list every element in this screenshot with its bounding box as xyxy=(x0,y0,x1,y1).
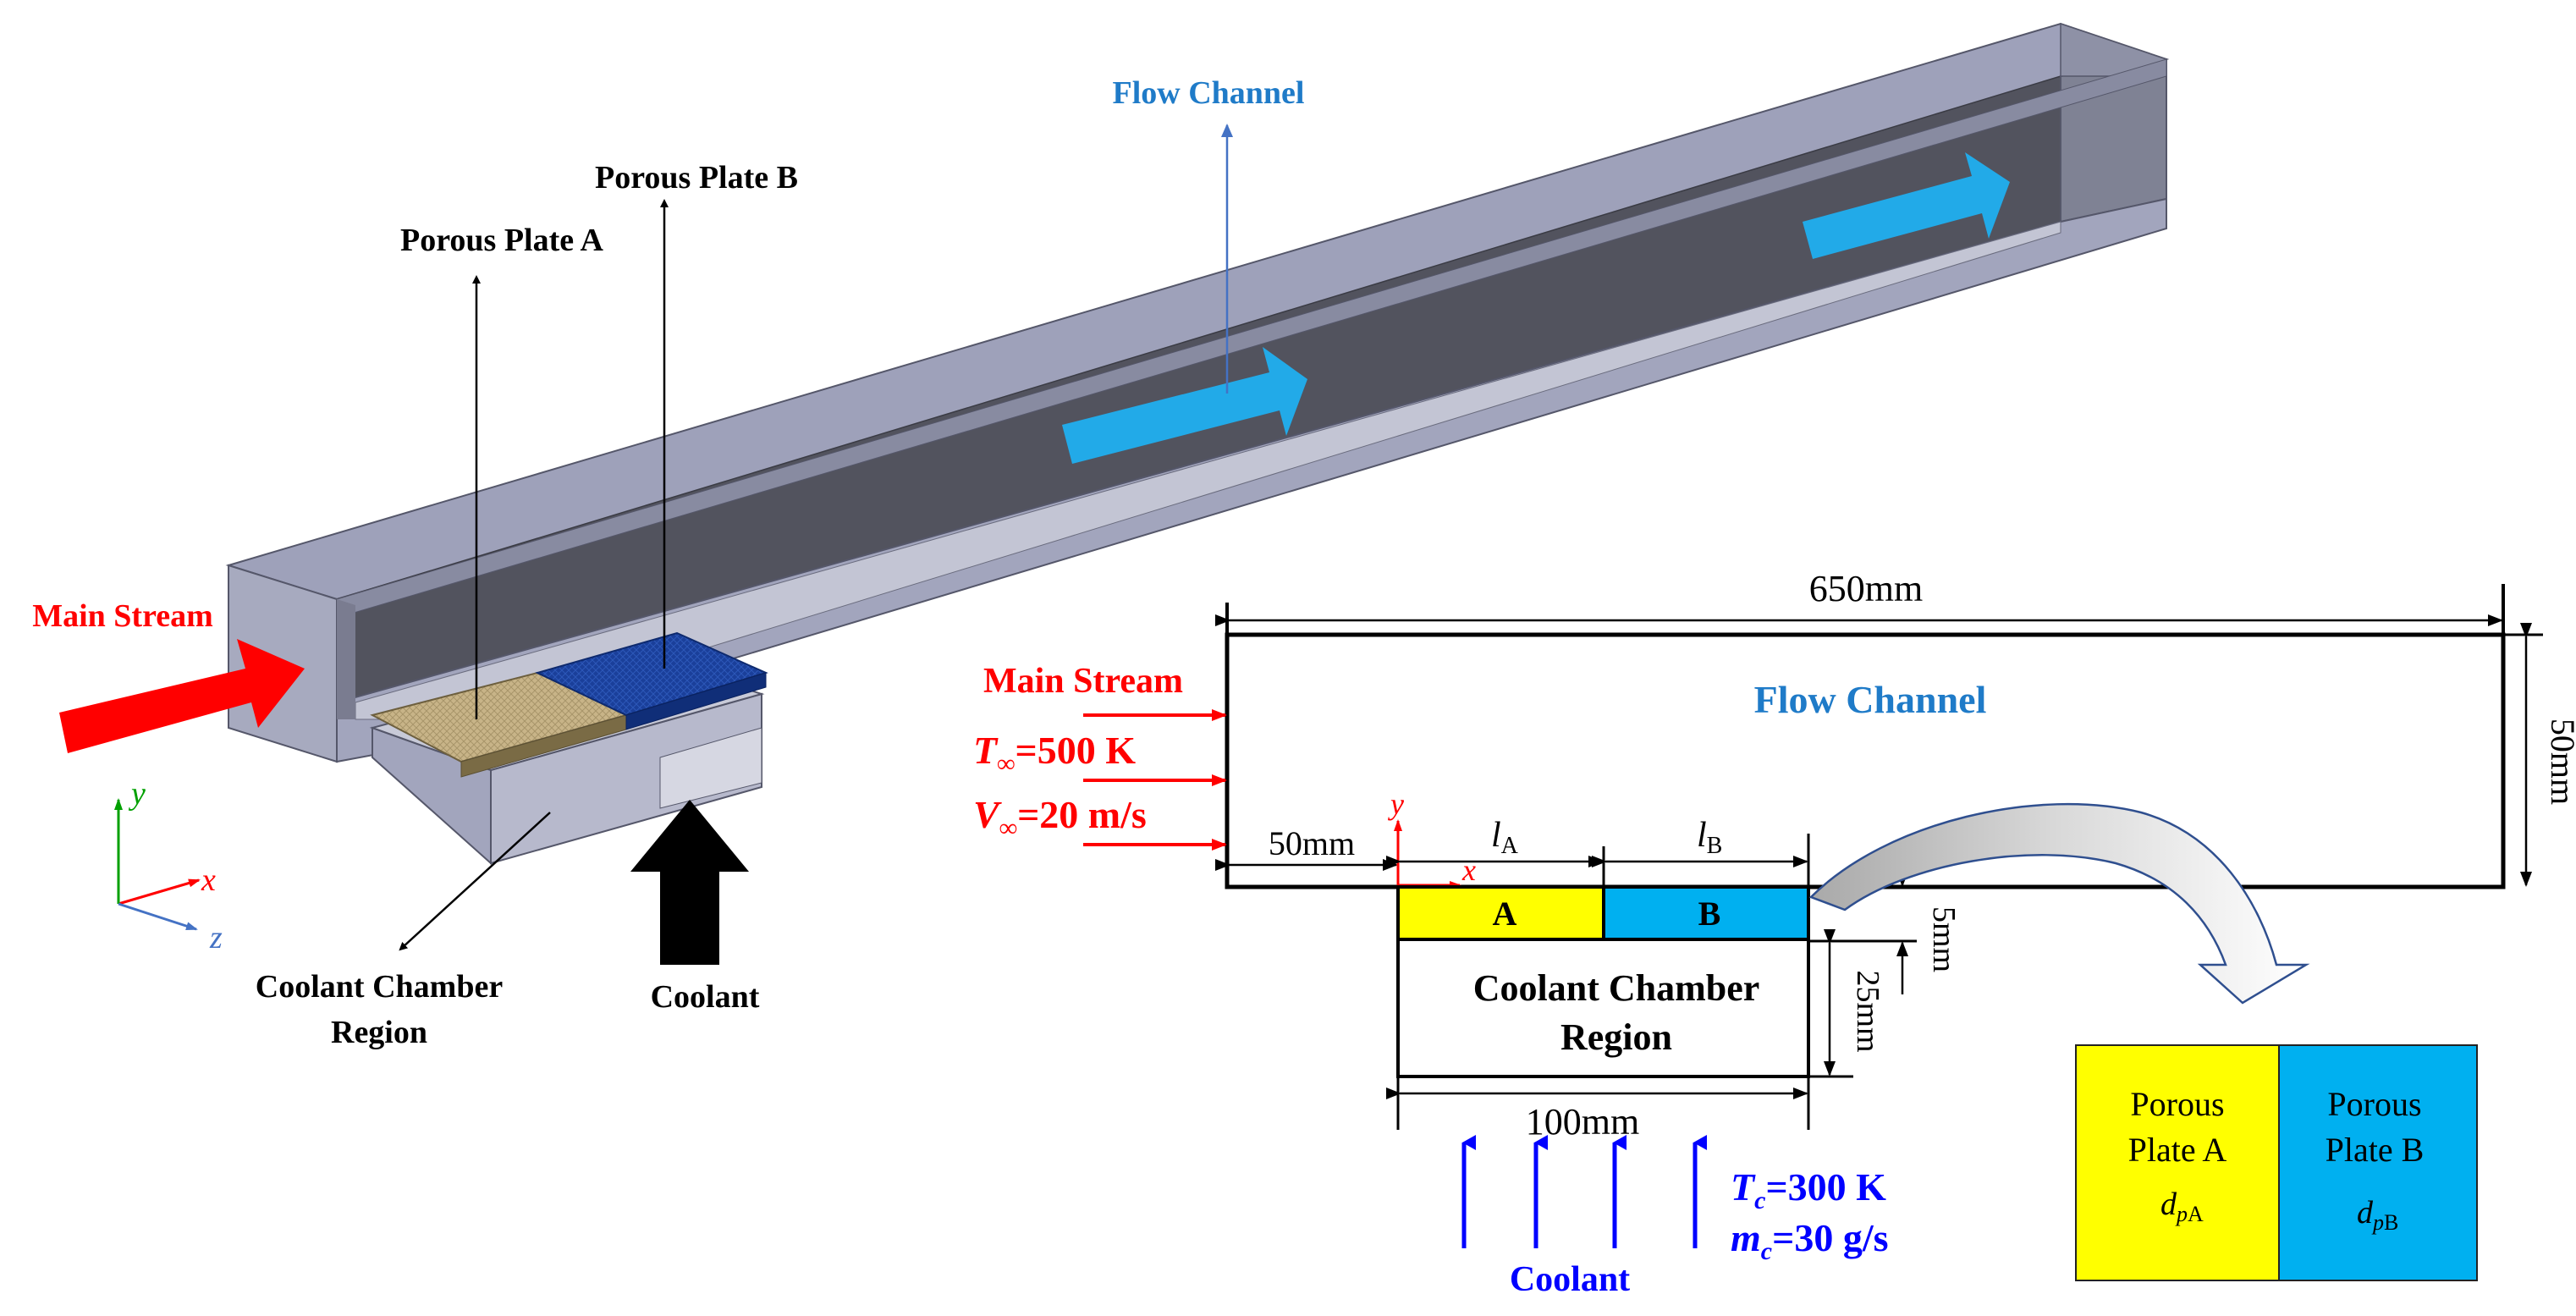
porous-plate-b-edge xyxy=(625,672,767,730)
label-main-stream-3d: Main Stream xyxy=(32,598,213,634)
label-plate-b-3d: Porous Plate B xyxy=(595,160,798,195)
chamber-label-line2: Region xyxy=(1560,1016,1672,1058)
main-stream-arrow-3d xyxy=(59,639,305,753)
label-flow-channel-3d: Flow Channel xyxy=(1113,75,1305,111)
coolant-arrow-3d xyxy=(630,800,749,965)
schematic-view: 650mm 50mm Flow Channel Main Stream T∞=5… xyxy=(973,568,2576,1299)
plate-a-letter: A xyxy=(1493,895,1517,933)
axis-label-x-schematic: x xyxy=(1461,853,1476,887)
label-tc: Tc=300 K xyxy=(1731,1165,1886,1214)
label-main-stream-schematic: Main Stream xyxy=(983,662,1183,701)
dim-label-50-height: 50mm xyxy=(2544,719,2576,805)
label-v-inf: V∞=20 m/s xyxy=(973,793,1147,842)
detail-a-dp: dpA xyxy=(2160,1187,2204,1226)
label-lb: lB xyxy=(1697,816,1722,859)
label-t-inf: T∞=500 K xyxy=(973,729,1136,778)
isometric-view: Flow Channel Porous Plate B Porous Plate… xyxy=(32,22,2170,1050)
detail-b-line1: Porous xyxy=(2327,1085,2421,1123)
label-coolant-chamber-3d-2: Region xyxy=(331,1015,427,1050)
label-plate-a-3d: Porous Plate A xyxy=(400,223,604,258)
porous-plate-b-schematic xyxy=(1602,885,1810,941)
plate-b-letter: B xyxy=(1698,895,1721,933)
detail-a-line2: Plate A xyxy=(2128,1131,2227,1169)
axis-z-3d xyxy=(118,902,198,931)
label-mc: mc=30 g/s xyxy=(1731,1216,1889,1265)
dim-label-5: 5mm xyxy=(1926,906,1962,972)
flow-arrow-2 xyxy=(1803,152,2010,259)
axis-label-y-3d: y xyxy=(128,776,146,812)
porous-plate-a-schematic xyxy=(1396,885,1605,941)
label-flow-channel-schematic: Flow Channel xyxy=(1754,678,1987,721)
detail-b-line2: Plate B xyxy=(2326,1131,2425,1169)
detail-a-line1: Porous xyxy=(2130,1085,2224,1123)
detail-b-dp: dpB xyxy=(2357,1195,2398,1235)
detail-plate-a xyxy=(2075,1044,2280,1281)
channel-front-opening xyxy=(337,599,355,719)
label-coolant-3d: Coolant xyxy=(651,979,760,1015)
coolant-chamber-window xyxy=(659,727,762,809)
flow-arrow-1 xyxy=(1062,347,1307,464)
axis-label-x-3d: x xyxy=(201,862,216,898)
dim-label-25: 25mm xyxy=(1850,970,1885,1052)
axis-label-z-3d: z xyxy=(209,920,223,955)
dim-label-650: 650mm xyxy=(1809,568,1923,609)
detail-plate-b xyxy=(2278,1044,2478,1281)
channel-rectangle xyxy=(1225,632,2506,889)
dim-label-50-offset: 50mm xyxy=(1269,824,1355,862)
axis-x-3d xyxy=(118,878,201,906)
axis-label-y-schematic: y xyxy=(1388,787,1404,821)
porous-plate-detail: Porous Plate A dpA Porous Plate B dpB xyxy=(2075,1044,2478,1281)
chamber-label-line1: Coolant Chamber xyxy=(1473,967,1760,1009)
leader-coolant-chamber xyxy=(399,812,551,951)
channel-inner-lip xyxy=(336,58,2167,619)
label-coolant-chamber-3d-1: Coolant Chamber xyxy=(256,969,504,1005)
dim-label-100: 100mm xyxy=(1526,1101,1639,1143)
coolant-chamber-outline xyxy=(1396,939,1810,1078)
curved-arrow-to-detail xyxy=(1808,802,2310,1005)
label-la: lA xyxy=(1491,816,1519,859)
label-coolant-schematic: Coolant xyxy=(1510,1260,1630,1299)
